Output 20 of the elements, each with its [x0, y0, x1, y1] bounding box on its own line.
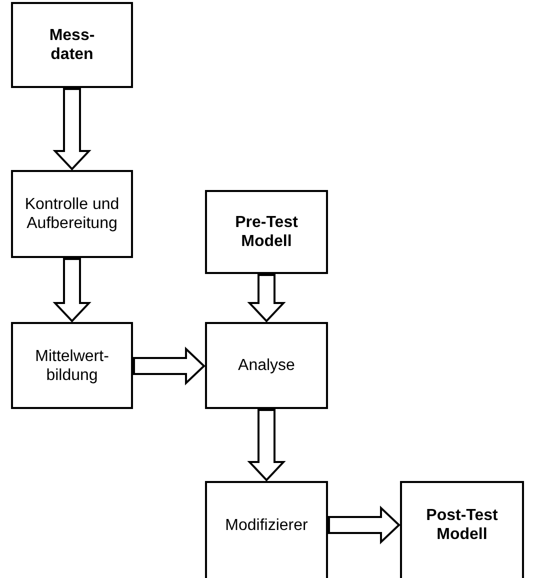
box-label: Mittelwert- bildung — [34, 346, 110, 384]
block-arrow — [247, 409, 286, 482]
block-arrow — [328, 506, 400, 544]
block-arrow — [52, 258, 92, 322]
box-label: Mess- daten — [48, 26, 96, 64]
box-label: Modifizierer — [225, 516, 308, 534]
box-label: Analyse — [238, 356, 295, 375]
box-label: Kontrolle und Aufbereitung — [24, 195, 120, 233]
process-box — [11, 322, 133, 409]
box-label: Pre-Test Modell — [234, 213, 299, 251]
block-arrow — [133, 346, 206, 386]
process-box — [205, 190, 328, 274]
process-box — [400, 481, 524, 578]
process-box — [205, 481, 328, 578]
process-box — [11, 170, 133, 258]
block-arrow — [247, 274, 286, 322]
box-label: Post-Test Modell — [425, 506, 499, 544]
process-box — [205, 322, 328, 409]
block-arrow — [52, 88, 92, 170]
process-box — [11, 2, 133, 88]
